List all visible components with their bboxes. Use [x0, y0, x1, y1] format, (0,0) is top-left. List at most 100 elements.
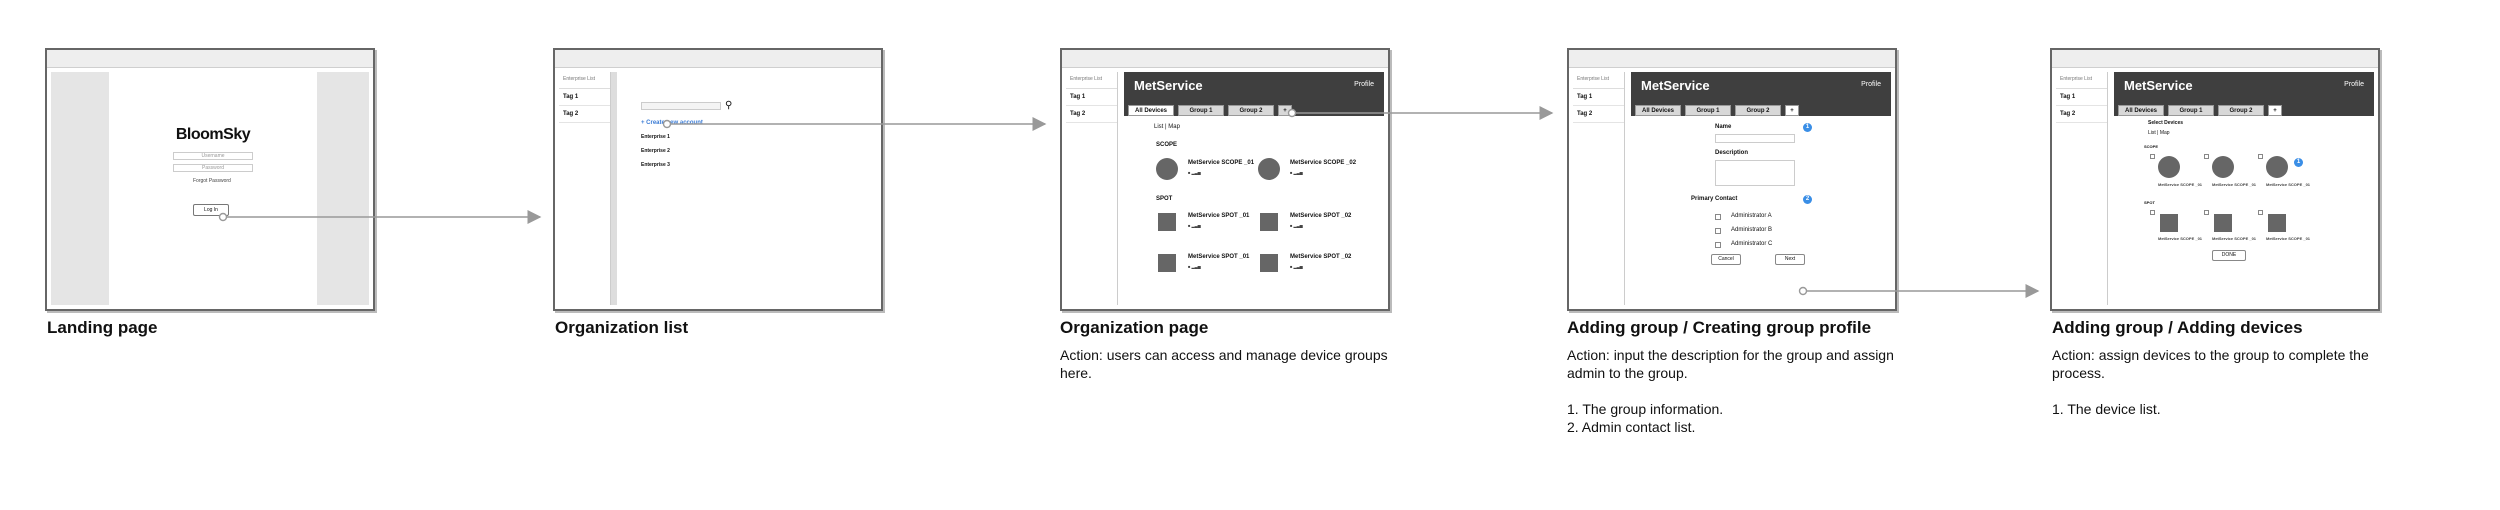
spot-section-label: SPOT	[2144, 200, 2155, 205]
login-card: BloomSky Username Password Forgot Passwo…	[109, 72, 317, 305]
description-label: Description	[1715, 150, 1749, 156]
device-caption: MetService SCOPE _01	[2158, 182, 2203, 187]
tab-all-devices[interactable]: All Devices	[1128, 105, 1174, 116]
spot-device-icon	[1158, 254, 1176, 272]
signal-icon: ■ ▂▃▅	[1290, 264, 1303, 269]
signal-icon: ■ ▂▃▅	[1188, 264, 1201, 269]
tab-group-2[interactable]: Group 2	[2218, 105, 2264, 116]
signal-icon: ■ ▂▃▅	[1290, 223, 1303, 228]
search-icon[interactable]: ⚲	[725, 100, 733, 111]
add-devices-wireframe: Enterprise List Tag 1 Tag 2 MetService P…	[2050, 48, 2380, 311]
sidebar-item-tag1[interactable]: Tag 1	[1573, 89, 1624, 106]
done-button[interactable]: DONE	[2212, 250, 2246, 261]
step-title-landing: Landing page	[47, 318, 158, 337]
sidebar-item-tag2[interactable]: Tag 2	[1573, 106, 1624, 123]
sidebar: Enterprise List Tag 1 Tag 2	[1066, 72, 1118, 305]
admin-checkbox[interactable]	[1715, 242, 1721, 248]
tab-group-2[interactable]: Group 2	[1735, 105, 1781, 116]
forgot-password-link[interactable]: Forgot Password	[193, 178, 231, 184]
add-group-wireframe: Enterprise List Tag 1 Tag 2 MetService P…	[1567, 48, 1897, 311]
add-group-tab[interactable]: +	[2268, 105, 2282, 116]
profile-link[interactable]: Profile	[1354, 81, 1374, 88]
device-caption: MetService SCOPE _01	[2266, 236, 2311, 241]
next-button[interactable]: Next	[1775, 254, 1805, 265]
tab-group-1[interactable]: Group 1	[1178, 105, 1224, 116]
sidebar-item-tag2[interactable]: Tag 2	[1066, 106, 1117, 123]
admin-label: Administrator B	[1731, 227, 1773, 233]
device-checkbox[interactable]	[2258, 210, 2263, 215]
tab-group-1[interactable]: Group 1	[2168, 105, 2214, 116]
bloomsky-logo: BloomSky	[175, 126, 251, 143]
sidebar-item-tag1[interactable]: Tag 1	[559, 89, 610, 106]
sidebar-title: Enterprise List	[1573, 72, 1624, 89]
spot-section-label: SPOT	[1156, 196, 1173, 202]
view-toggle[interactable]: List | Map	[1154, 124, 1180, 130]
sidebar-item-tag2[interactable]: Tag 2	[2056, 106, 2107, 123]
window-chrome	[555, 50, 881, 68]
add-group-tab[interactable]: +	[1785, 105, 1799, 116]
sidebar-divider	[611, 72, 617, 305]
org-page-wireframe: Enterprise List Tag 1 Tag 2 MetService P…	[1060, 48, 1390, 311]
step-title-org-page: Organization page	[1060, 318, 1209, 337]
admin-checkbox[interactable]	[1715, 228, 1721, 234]
scope-device-icon	[1156, 158, 1178, 180]
admin-label: Administrator A	[1731, 213, 1772, 219]
device-name[interactable]: MetService SPOT _01	[1188, 254, 1250, 260]
tab-group-2[interactable]: Group 2	[1228, 105, 1274, 116]
device-caption: MetService SCOPE _01	[2212, 236, 2257, 241]
signal-icon: ■ ▂▃▅	[1188, 170, 1201, 175]
window-chrome	[2052, 50, 2378, 68]
sidebar: Enterprise List Tag 1 Tag 2	[559, 72, 611, 305]
device-caption: MetService SCOPE _01	[2212, 182, 2257, 187]
password-input[interactable]: Password	[173, 164, 253, 172]
device-list: List | Map SCOPE MetService SCOPE _01 ■ …	[1124, 116, 1384, 305]
device-name[interactable]: MetService SPOT _02	[1290, 213, 1352, 219]
profile-link[interactable]: Profile	[1861, 81, 1881, 88]
sidebar-title: Enterprise List	[559, 72, 610, 89]
admin-checkbox[interactable]	[1715, 214, 1721, 220]
signal-icon: ■ ▂▃▅	[1188, 223, 1201, 228]
select-devices-label: Select Devices	[2148, 120, 2184, 126]
device-checkbox[interactable]	[2204, 154, 2209, 159]
enterprise-item[interactable]: Enterprise 2	[641, 148, 670, 154]
cancel-button[interactable]: Cancel	[1711, 254, 1741, 265]
sidebar-item-tag1[interactable]: Tag 1	[1066, 89, 1117, 106]
step-title-add-group: Adding group / Creating group profile	[1567, 318, 1872, 337]
enterprise-item[interactable]: Enterprise 3	[641, 162, 670, 168]
username-input[interactable]: Username	[173, 152, 253, 160]
admin-label: Administrator C	[1731, 241, 1773, 247]
device-checkbox[interactable]	[2150, 210, 2155, 215]
tab-all-devices[interactable]: All Devices	[2118, 105, 2164, 116]
window-chrome	[1569, 50, 1895, 68]
sidebar-item-tag2[interactable]: Tag 2	[559, 106, 610, 123]
enterprise-item[interactable]: Enterprise 1	[641, 134, 670, 140]
device-name[interactable]: MetService SPOT _02	[1290, 254, 1352, 260]
scope-section-label: SCOPE	[1156, 142, 1178, 148]
primary-contact-label: Primary Contact	[1691, 196, 1738, 202]
device-name[interactable]: MetService SCOPE _01	[1188, 160, 1255, 166]
window-chrome	[1062, 50, 1388, 68]
device-checkbox[interactable]	[2258, 154, 2263, 159]
device-name[interactable]: MetService SPOT _01	[1188, 213, 1250, 219]
info-icon: 1	[1803, 123, 1812, 132]
name-input[interactable]	[1715, 134, 1795, 143]
tab-group-1[interactable]: Group 1	[1685, 105, 1731, 116]
login-button[interactable]: Log In	[193, 204, 229, 216]
profile-link[interactable]: Profile	[2344, 81, 2364, 88]
connector-start-dot	[1287, 108, 1297, 118]
device-name[interactable]: MetService SCOPE _02	[1290, 160, 1357, 166]
create-account-link[interactable]: + Create new account	[641, 120, 703, 126]
sidebar-item-tag1[interactable]: Tag 1	[2056, 89, 2107, 106]
device-checkbox[interactable]	[2204, 210, 2209, 215]
device-checkbox[interactable]	[2150, 154, 2155, 159]
tab-all-devices[interactable]: All Devices	[1635, 105, 1681, 116]
view-toggle[interactable]: List | Map	[2148, 130, 2170, 136]
description-input[interactable]	[1715, 160, 1795, 186]
info-icon: 2	[1803, 195, 1812, 204]
app-header: MetService Profile	[1124, 72, 1384, 102]
device-caption: MetService SCOPE _01	[2158, 236, 2203, 241]
connector-start-dot	[1798, 286, 1808, 296]
search-input[interactable]	[641, 102, 721, 110]
sidebar-title: Enterprise List	[2056, 72, 2107, 89]
